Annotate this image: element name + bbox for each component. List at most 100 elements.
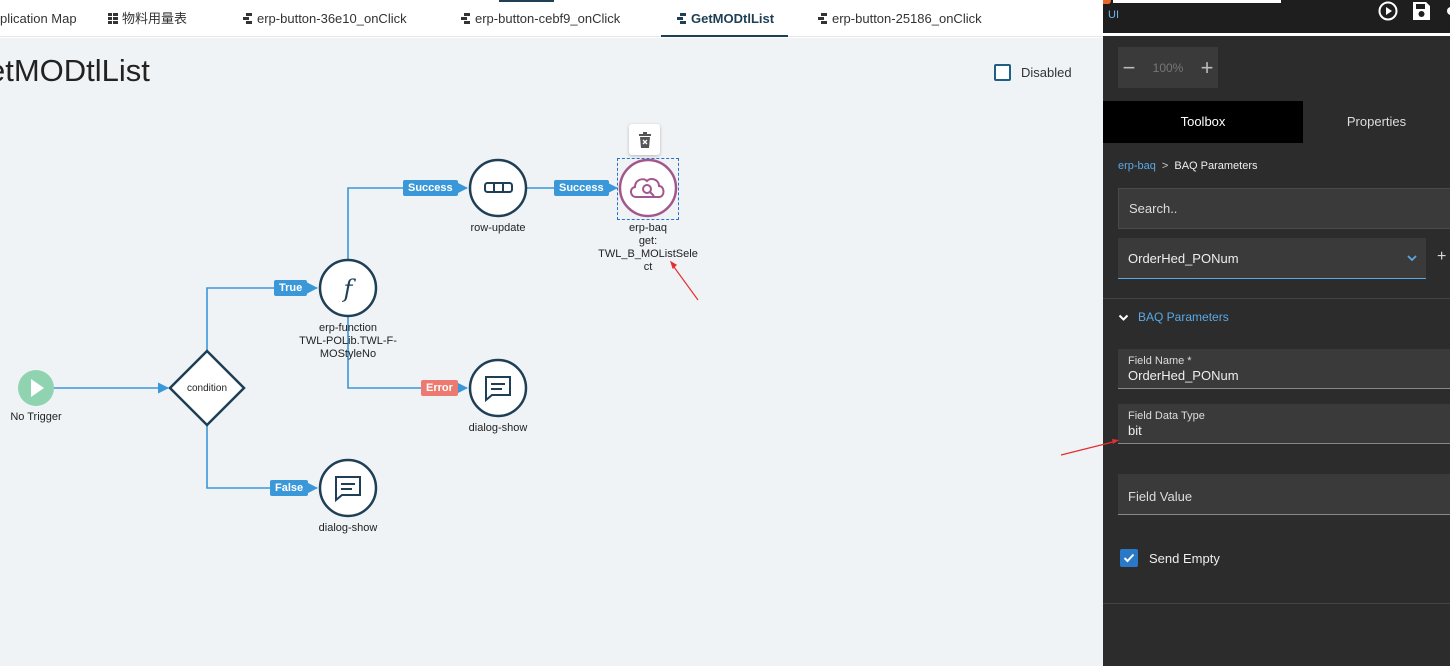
send-empty-checkbox[interactable]: [1120, 549, 1138, 567]
run-button[interactable]: [1376, 0, 1400, 22]
erp-function-subtitle: TWL-POLib.TWL-F-: [299, 335, 397, 347]
flow-title: etMODtlList: [0, 53, 150, 88]
tab-application-map[interactable]: plication Map: [0, 0, 77, 37]
tab-getmodtllist[interactable]: GetMODtlList: [660, 0, 789, 37]
field-name-input[interactable]: Field Name * OrderHed_PONum: [1118, 349, 1450, 389]
tab-label: erp-button-cebf9_onClick: [475, 11, 621, 26]
tab-label: plication Map: [0, 11, 77, 26]
trigger-node-button[interactable]: [18, 370, 54, 406]
erp-function-title: erp-function: [318, 322, 378, 334]
section-divider: [1103, 603, 1450, 604]
delete-node-button[interactable]: [629, 124, 660, 155]
chevron-down-icon: [1118, 314, 1129, 321]
zoom-level: 100%: [1152, 60, 1184, 75]
dialog-false-node-button[interactable]: [320, 460, 376, 516]
panel-header: UI: [1103, 0, 1450, 33]
disabled-label: Disabled: [1021, 65, 1072, 80]
annotation-arrow: [669, 260, 699, 301]
condition-node: [168, 349, 246, 427]
field-name-value: OrderHed_PONum: [1128, 368, 1239, 383]
breadcrumb-link-erp-baq[interactable]: erp-baq: [1118, 160, 1156, 172]
checkmark-icon: [1123, 553, 1135, 563]
edge-badge-true: True: [274, 280, 308, 296]
search-input[interactable]: Search..: [1118, 188, 1450, 229]
erp-baq-label: erp-baq get: TWL_B_MOListSele ct: [593, 222, 703, 274]
panel-header-divider: [1103, 33, 1450, 36]
trigger-label: No Trigger: [10, 411, 62, 423]
add-parameter-button[interactable]: +: [1437, 248, 1447, 265]
message-icon: [335, 476, 361, 503]
row-update-node: [468, 158, 528, 218]
field-value-label: Field Value: [1128, 489, 1193, 504]
flow-icon: [461, 13, 470, 24]
dialog-error-label: dialog-show: [468, 422, 528, 434]
flow-icon: [818, 13, 827, 24]
field-name-label: Field Name *: [1128, 355, 1192, 367]
row-update-node-button[interactable]: [470, 160, 526, 216]
grid-icon: [108, 13, 118, 24]
tab-erp-button-25186[interactable]: erp-button-25186_onClick: [818, 0, 982, 37]
send-empty-toggle[interactable]: Send Empty: [1120, 549, 1220, 567]
baq-parameters-section-toggle[interactable]: BAQ Parameters: [1118, 310, 1229, 324]
flow-icon: [677, 13, 686, 24]
tab-label: erp-button-36e10_onClick: [257, 11, 407, 26]
field-data-type-value: bit: [1128, 423, 1142, 438]
panel-context-label: UI: [1108, 9, 1119, 21]
document-tab-bar: plication Map 物料用量表 erp-button-36e10_onC…: [0, 0, 1103, 37]
tab-material-usage[interactable]: 物料用量表: [108, 0, 187, 37]
row-icon: [484, 182, 513, 193]
selected-node-outline[interactable]: [617, 158, 679, 220]
disabled-checkbox[interactable]: [994, 64, 1011, 81]
flow-canvas[interactable]: etMODtlList Disabled: [0, 38, 1103, 666]
condition-label: condition: [186, 383, 228, 394]
parameter-select[interactable]: OrderHed_PONum: [1118, 238, 1426, 279]
chevron-down-icon: [1407, 255, 1417, 262]
edge-condition-false: [206, 424, 319, 494]
tab-properties[interactable]: Properties: [1303, 101, 1450, 143]
breadcrumb-separator: >: [1161, 160, 1169, 172]
send-empty-label: Send Empty: [1149, 550, 1220, 566]
dialog-false-label: dialog-show: [318, 522, 378, 534]
trash-icon: [638, 131, 651, 148]
message-icon: [485, 376, 511, 403]
edge-badge-error: Error: [421, 380, 458, 396]
tab-scroll-indicator: [499, 0, 554, 2]
erp-function-subtitle: MOStyleNo: [319, 348, 377, 360]
field-data-type-label: Field Data Type: [1128, 410, 1205, 422]
dialog-error-node: [468, 358, 528, 418]
play-circle-icon: [1378, 1, 1398, 21]
tab-label: erp-button-25186_onClick: [832, 11, 982, 26]
trigger-node: [18, 370, 54, 406]
field-value-input[interactable]: Field Value: [1118, 474, 1450, 515]
erp-baq-title: erp-baq: [629, 222, 667, 234]
erp-function-node-button[interactable]: [320, 260, 376, 316]
zoom-control: − 100% +: [1118, 47, 1218, 88]
erp-baq-subtitle: TWL_B_MOListSele: [598, 248, 698, 260]
panel-tabs: Toolbox Properties: [1103, 101, 1450, 143]
zoom-in-button[interactable]: +: [1200, 54, 1214, 80]
tab-toolbox[interactable]: Toolbox: [1103, 101, 1303, 143]
tab-erp-button-36e10[interactable]: erp-button-36e10_onClick: [243, 0, 407, 37]
edge-badge-success: Success: [554, 180, 609, 196]
edge-badge-success: Success: [403, 180, 458, 196]
flow-icon: [243, 13, 252, 24]
edge-function-success: [347, 182, 469, 260]
more-icon: [1447, 7, 1450, 15]
cloud-search-icon: [630, 177, 665, 198]
field-data-type-input[interactable]: Field Data Type bit: [1118, 404, 1450, 444]
dialog-error-node-button[interactable]: [470, 360, 526, 416]
disabled-toggle[interactable]: Disabled: [994, 64, 1072, 81]
breadcrumb-current: BAQ Parameters: [1174, 160, 1258, 172]
tab-erp-button-cebf9[interactable]: erp-button-cebf9_onClick: [461, 0, 620, 37]
erp-baq-subtitle: get:: [638, 235, 658, 247]
zoom-out-button[interactable]: −: [1122, 54, 1136, 80]
flow-diagram: f: [18, 158, 699, 518]
condition-node-button[interactable]: [170, 351, 244, 425]
annotation-arrow: [1060, 439, 1119, 456]
erp-function-label: erp-function TWL-POLib.TWL-F- MOStyleNo: [288, 322, 408, 361]
more-button[interactable]: [1439, 0, 1450, 22]
designer-side-panel: UI − 100% + Toolbox Properties: [1103, 0, 1450, 666]
panel-header-bar: [1113, 0, 1281, 3]
save-button[interactable]: [1409, 0, 1433, 22]
tab-label: GetMODtlList: [691, 11, 775, 26]
